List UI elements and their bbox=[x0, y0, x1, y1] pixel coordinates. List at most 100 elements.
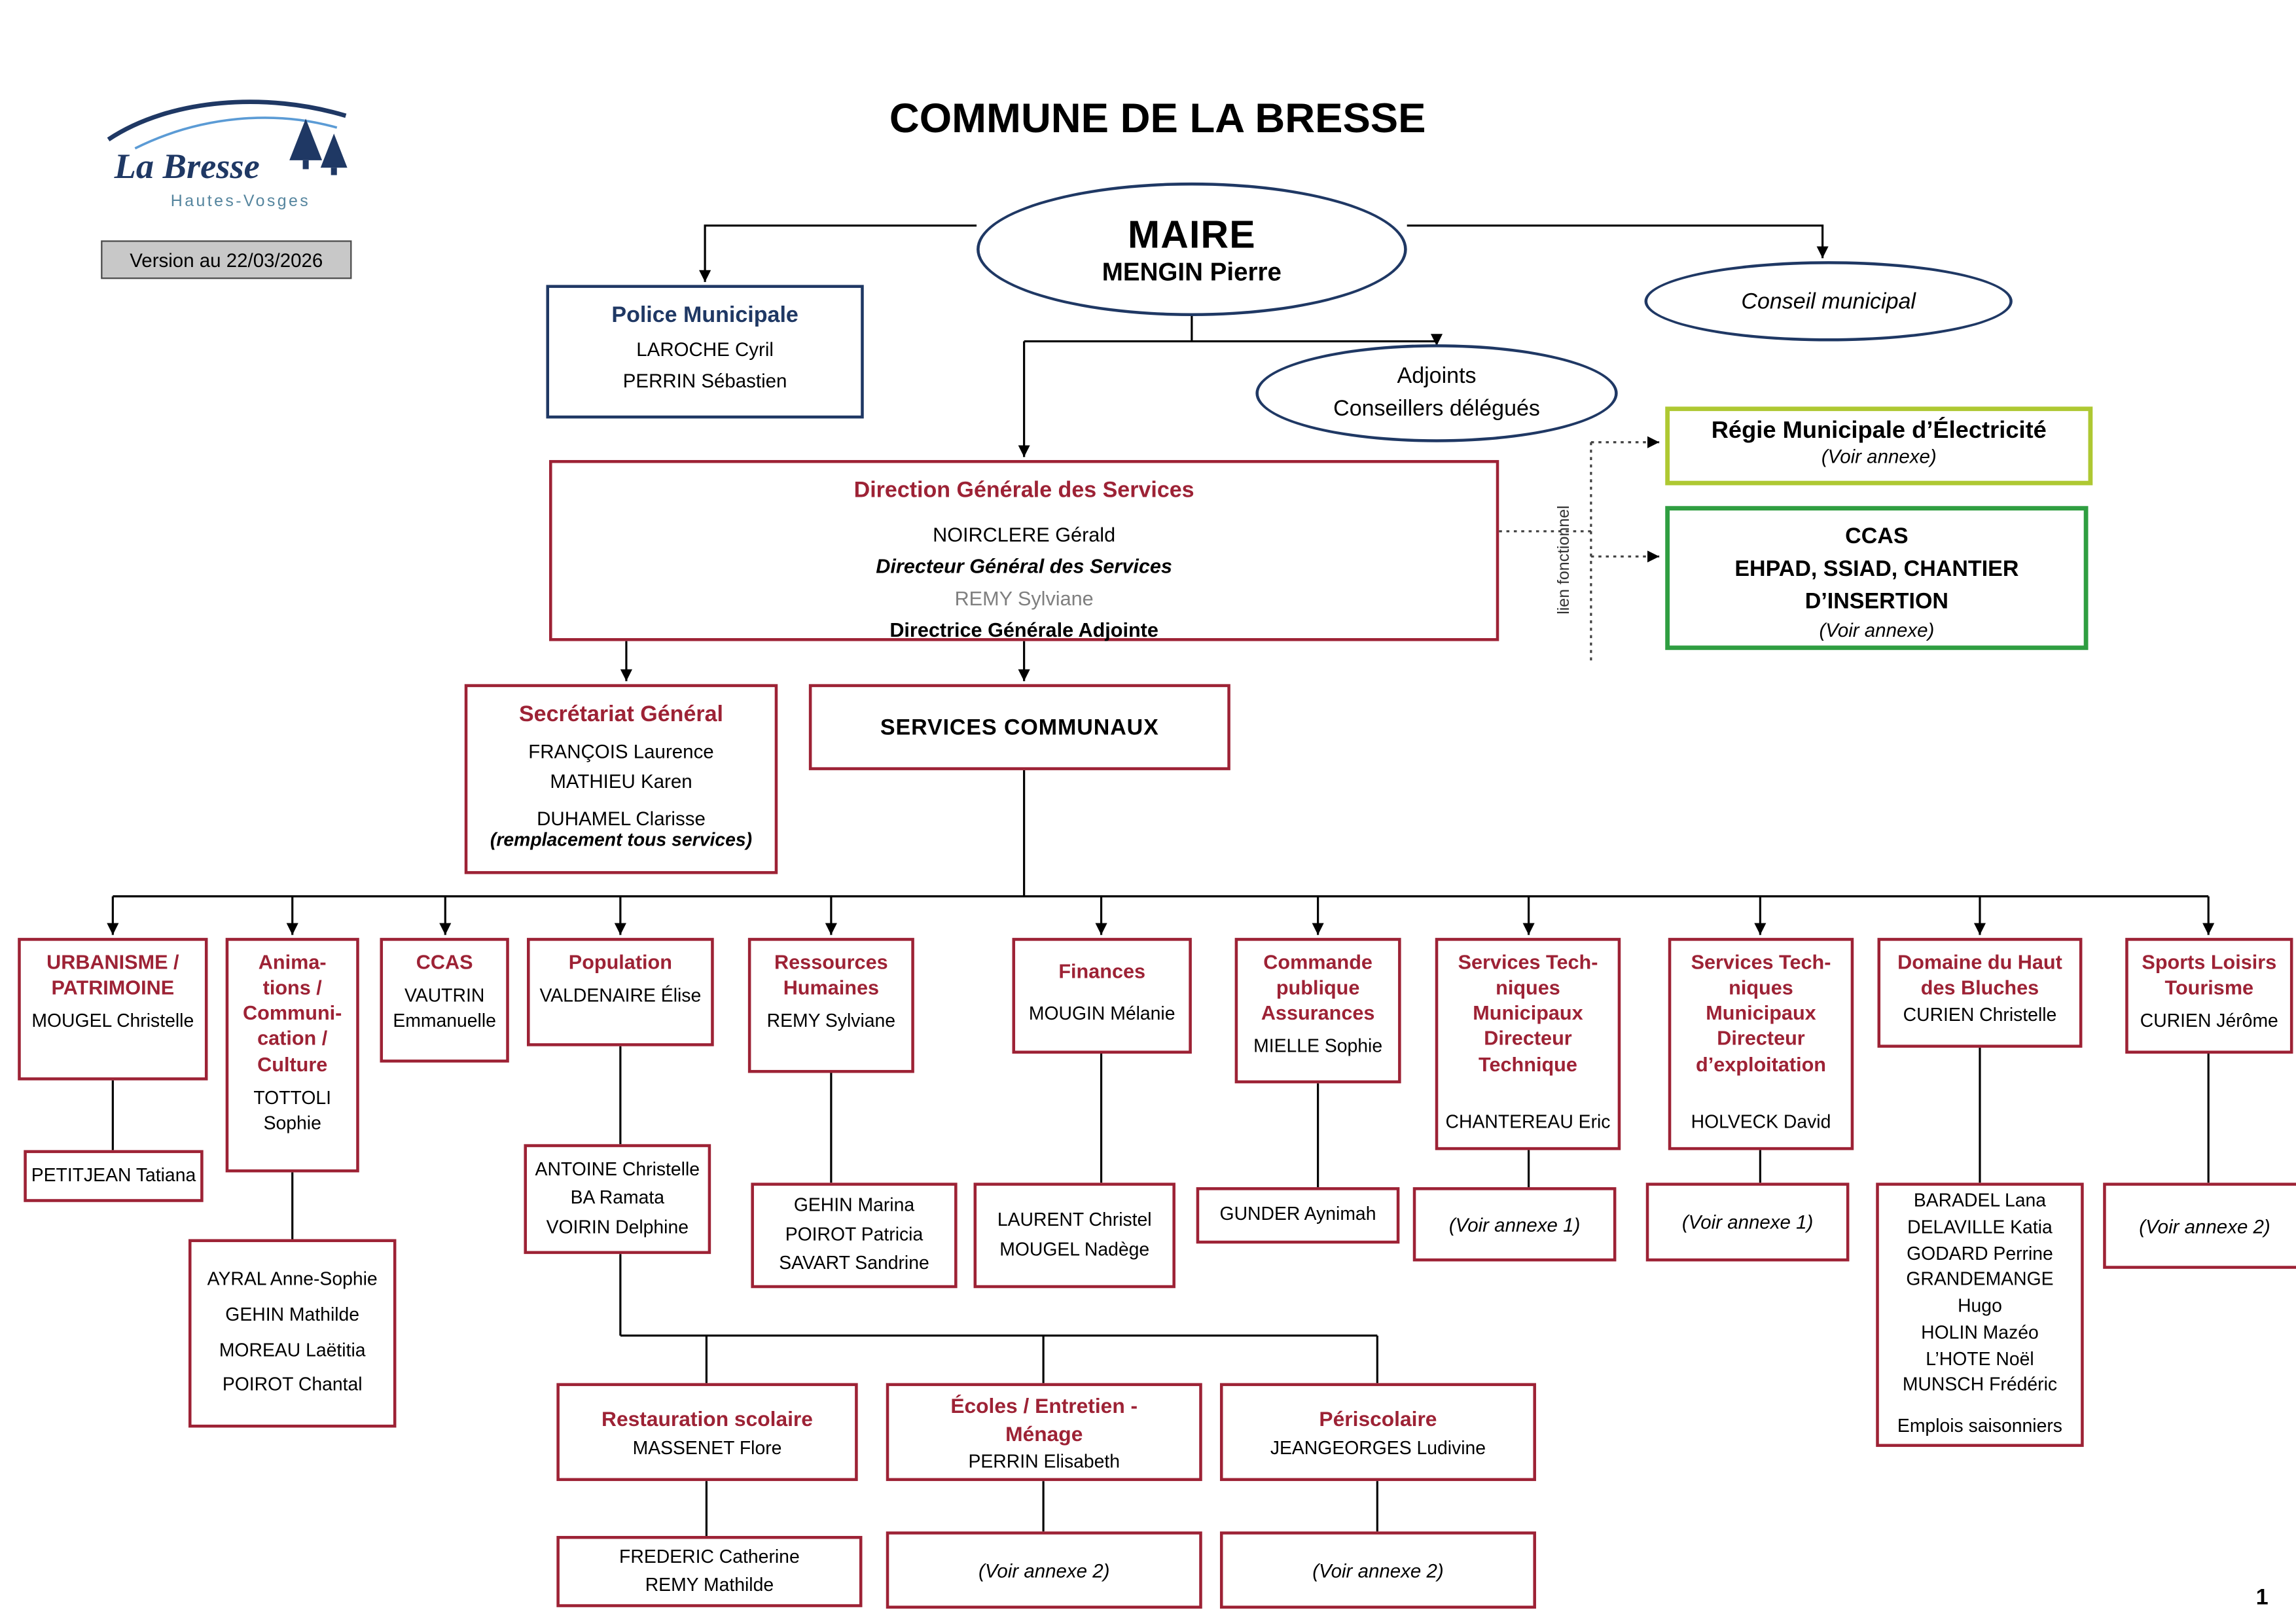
dgs-name-1: NOIRCLERE Gérald bbox=[933, 524, 1116, 546]
police-members: LAROCHE Cyril PERRIN Sébastien bbox=[622, 338, 787, 392]
staff-commande-publique: GUNDER Aynimah bbox=[1196, 1187, 1400, 1244]
staff-population: ANTOINE Christelle BA Ramata VOIRIN Delp… bbox=[524, 1144, 711, 1255]
staff-seasonal: Emplois saisonniers bbox=[1897, 1416, 2063, 1437]
dept-head: REMY Sylviane bbox=[766, 1010, 896, 1032]
regie-electricite-box: Régie Municipale d’Électricité (Voir ann… bbox=[1665, 406, 2093, 486]
dept-animations-communication-culture: Anima- tions / Communi- cation / Culture… bbox=[225, 938, 359, 1173]
secretariat-member-remplacement: DUHAMEL Clarisse bbox=[537, 808, 706, 830]
dept-commande-publique-assurances: Commande publique Assurances MIELLE Soph… bbox=[1234, 938, 1401, 1084]
dept-finances: Finances MOUGIN Mélanie bbox=[1012, 938, 1192, 1054]
annexe-ecoles: (Voir annexe 2) bbox=[886, 1531, 1202, 1609]
staff-names: BARADEL Lana DELAVILLE Katia GODARD Perr… bbox=[1902, 1190, 2058, 1396]
annexe-note: (Voir annexe 1) bbox=[1681, 1211, 1814, 1234]
services-communaux-box: SERVICES COMMUNAUX bbox=[808, 684, 1230, 770]
regie-note: (Voir annexe) bbox=[1821, 445, 1937, 468]
regie-title: Régie Municipale d’Électricité bbox=[1711, 418, 2047, 444]
staff-animations: AYRAL Anne-Sophie GEHIN Mathilde MOREAU … bbox=[188, 1239, 397, 1428]
dept-services-techniques-directeur-exploitation: Services Tech- niques Municipaux Directe… bbox=[1668, 938, 1854, 1150]
dept-urbanisme-patrimoine: URBANISME / PATRIMOINE MOUGEL Christelle bbox=[18, 938, 208, 1080]
dept-title: Commande publique Assurances bbox=[1261, 951, 1375, 1025]
dept-title: CCAS bbox=[416, 951, 473, 974]
dept-domaine-haut-des-bluches: Domaine du Haut des Bluches CURIEN Chris… bbox=[1877, 938, 2083, 1048]
page-number: 1 bbox=[2255, 1584, 2269, 1611]
dept-title: Anima- tions / Communi- cation / Culture bbox=[243, 951, 342, 1076]
secretariat-members: FRANÇOIS Laurence MATHIEU Karen bbox=[528, 740, 714, 793]
dept-head: TOTTOLI Sophie bbox=[253, 1087, 332, 1133]
dept-head: JEANGEORGES Ludivine bbox=[1270, 1437, 1486, 1459]
dept-ccas: CCAS VAUTRIN Emmanuelle bbox=[380, 938, 509, 1063]
police-title: Police Municipale bbox=[611, 302, 798, 329]
dept-head: HOLVECK David bbox=[1691, 1111, 1831, 1133]
staff-ressources-humaines: GEHIN Marina POIROT Patricia SAVART Sand… bbox=[751, 1183, 958, 1289]
annexe-sports: (Voir annexe 2) bbox=[2103, 1183, 2296, 1269]
secretariat-title: Secrétariat Général bbox=[518, 702, 723, 728]
dept-head: CURIEN Christelle bbox=[1903, 1005, 2057, 1026]
lien-fonctionnel-label: lien fonctionnel bbox=[1555, 505, 1573, 615]
staff-urbanisme: PETITJEAN Tatiana bbox=[24, 1150, 204, 1202]
adjoints-ellipse: Adjoints Conseillers délégués bbox=[1255, 344, 1618, 442]
dept-title: Ressources Humaines bbox=[774, 951, 888, 999]
dept-periscolaire: Périscolaire JEANGEORGES Ludivine bbox=[1219, 1383, 1536, 1482]
ccas-ehpad-box: CCAS EHPAD, SSIAD, CHANTIER D’INSERTION … bbox=[1665, 506, 2089, 651]
annexe-services-techniques-1: (Voir annexe 1) bbox=[1412, 1187, 1617, 1262]
dept-title: Services Tech- niques Municipaux Directe… bbox=[1691, 951, 1831, 1076]
staff-names: PETITJEAN Tatiana bbox=[31, 1164, 196, 1186]
direction-generale-box: Direction Générale des Services NOIRCLER… bbox=[549, 459, 1499, 641]
maire-title: MAIRE bbox=[1128, 211, 1256, 257]
secretariat-note: (remplacement tous services) bbox=[490, 830, 753, 851]
dept-title: Sports Loisirs Tourisme bbox=[2142, 951, 2277, 999]
dept-head: PERRIN Elisabeth bbox=[968, 1451, 1121, 1472]
dept-population: Population VALDENAIRE Élise bbox=[526, 938, 714, 1046]
dept-head: MOUGIN Mélanie bbox=[1028, 1003, 1175, 1024]
dept-head: MOUGEL Christelle bbox=[31, 1010, 194, 1032]
secretariat-general-box: Secrétariat Général FRANÇOIS Laurence MA… bbox=[464, 684, 778, 874]
version-label: Version au 22/03/2026 bbox=[101, 240, 352, 279]
adjoints-label: Adjoints Conseillers délégués bbox=[1333, 363, 1540, 421]
dept-services-techniques-directeur-technique: Services Tech- niques Municipaux Directe… bbox=[1435, 938, 1621, 1150]
dept-head: VALDENAIRE Élise bbox=[539, 986, 702, 1007]
staff-names: AYRAL Anne-Sophie GEHIN Mathilde MOREAU … bbox=[207, 1268, 378, 1396]
dgs-role-1: Directeur Général des Services bbox=[876, 555, 1172, 578]
dept-title: Périscolaire bbox=[1319, 1407, 1437, 1431]
logo-swoosh-trees-icon bbox=[107, 99, 348, 175]
dgs-name-2: REMY Sylviane bbox=[954, 587, 1094, 610]
la-bresse-logo: La Bresse Hautes-Vosges bbox=[96, 89, 356, 215]
annexe-note: (Voir annexe 2) bbox=[1312, 1559, 1444, 1582]
police-municipale-box: Police Municipale LAROCHE Cyril PERRIN S… bbox=[546, 285, 864, 419]
annexe-note: (Voir annexe 2) bbox=[978, 1559, 1110, 1582]
staff-restauration: FREDERIC Catherine REMY Mathilde bbox=[556, 1535, 863, 1607]
page-title: COMMUNE DE LA BRESSE bbox=[889, 95, 1426, 141]
staff-names: LAURENT Christel MOUGEL Nadège bbox=[997, 1209, 1152, 1260]
dept-title: Finances bbox=[1058, 960, 1146, 983]
ccas-ehpad-lines: CCAS EHPAD, SSIAD, CHANTIER D’INSERTION bbox=[1734, 524, 2019, 614]
annexe-note: (Voir annexe 1) bbox=[1448, 1213, 1581, 1236]
staff-domaine: BARADEL Lana DELAVILLE Katia GODARD Perr… bbox=[1876, 1183, 2084, 1447]
dept-ecoles-entretien-menage: Écoles / Entretien - Ménage PERRIN Elisa… bbox=[886, 1383, 1202, 1482]
dept-title: Restauration scolaire bbox=[601, 1407, 813, 1431]
dept-head: CHANTEREAU Eric bbox=[1445, 1111, 1611, 1133]
dept-head: CURIEN Jérôme bbox=[2140, 1010, 2278, 1032]
dept-ressources-humaines: Ressources Humaines REMY Sylviane bbox=[747, 938, 914, 1073]
maire-name: MENGIN Pierre bbox=[1102, 257, 1282, 286]
maire-ellipse: MAIRE MENGIN Pierre bbox=[977, 182, 1407, 316]
dept-title: URBANISME / PATRIMOINE bbox=[46, 951, 179, 999]
conseil-municipal-label: Conseil municipal bbox=[1741, 289, 1916, 314]
ccas-ehpad-note: (Voir annexe) bbox=[1819, 619, 1935, 642]
annexe-services-techniques-2: (Voir annexe 1) bbox=[1645, 1183, 1850, 1262]
staff-names: ANTOINE Christelle BA Ramata VOIRIN Delp… bbox=[535, 1158, 700, 1238]
logo-subtitle: Hautes-Vosges bbox=[170, 192, 311, 211]
staff-names: FREDERIC Catherine REMY Mathilde bbox=[619, 1545, 800, 1596]
dept-head: VAUTRIN Emmanuelle bbox=[393, 986, 496, 1032]
dept-head: MIELLE Sophie bbox=[1253, 1036, 1383, 1058]
dept-title: Domaine du Haut des Bluches bbox=[1897, 951, 2062, 999]
dept-restauration-scolaire: Restauration scolaire MASSENET Flore bbox=[556, 1383, 858, 1482]
annexe-note: (Voir annexe 2) bbox=[2139, 1215, 2270, 1238]
conseil-municipal-ellipse: Conseil municipal bbox=[1644, 261, 2013, 342]
dgs-role-2: Directrice Générale Adjointe bbox=[889, 618, 1158, 641]
staff-names: GEHIN Marina POIROT Patricia SAVART Sand… bbox=[779, 1195, 929, 1274]
dgs-title: Direction Générale des Services bbox=[853, 478, 1194, 503]
staff-names: GUNDER Aynimah bbox=[1219, 1204, 1376, 1225]
dept-title: Services Tech- niques Municipaux Directe… bbox=[1458, 951, 1598, 1076]
